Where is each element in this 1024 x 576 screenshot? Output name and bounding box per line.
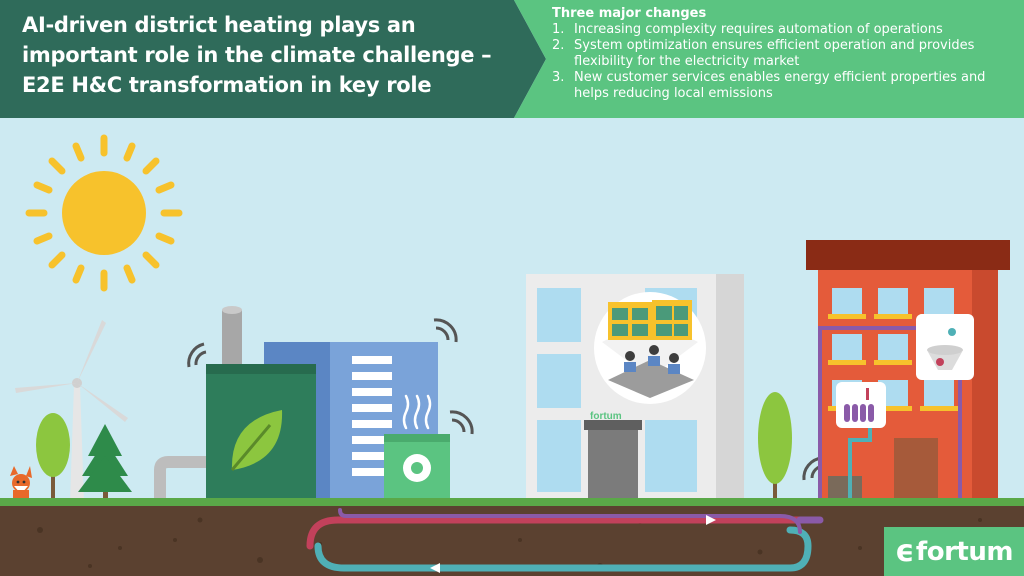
wifi-signal-icon bbox=[449, 410, 474, 435]
wifi-signal-icon bbox=[187, 342, 207, 368]
grass-strip bbox=[0, 498, 1024, 506]
list-item-number: 2. bbox=[552, 38, 565, 53]
list-item-text: System optimization ensures efficient op… bbox=[574, 38, 975, 69]
list-item: 1. Increasing complexity requires automa… bbox=[552, 22, 1014, 38]
list-item: 2. System optimization ensures efficient… bbox=[552, 38, 1014, 70]
changes-list: 1. Increasing complexity requires automa… bbox=[552, 22, 1014, 102]
leaf-icon bbox=[230, 410, 283, 471]
fortum-logo: ϵ fortum bbox=[884, 527, 1024, 576]
list-item: 3. New customer services enables energy … bbox=[552, 70, 1014, 102]
sun-icon bbox=[25, 134, 183, 292]
building-sign: fortum bbox=[590, 411, 622, 422]
list-item-text: New customer services enables energy eff… bbox=[574, 70, 986, 101]
fortum-logo-mark: ϵ bbox=[895, 534, 914, 569]
list-item-number: 3. bbox=[552, 70, 565, 85]
pine-tree-icon bbox=[78, 424, 132, 502]
page-title: AI-driven district heating plays an impo… bbox=[22, 13, 492, 97]
list-item-text: Increasing complexity requires automatio… bbox=[574, 22, 943, 37]
tree-icon bbox=[36, 413, 70, 502]
title-band: AI-driven district heating plays an impo… bbox=[0, 0, 546, 118]
flower-valve-icon bbox=[402, 394, 432, 482]
changes-panel: Three major changes 1. Increasing comple… bbox=[514, 0, 1024, 118]
wind-turbine-icon bbox=[15, 320, 128, 502]
wifi-signal-icon bbox=[433, 318, 458, 343]
changes-heading: Three major changes bbox=[552, 6, 707, 21]
shower-icon bbox=[916, 314, 974, 380]
tree-icon bbox=[758, 392, 792, 502]
building-pipes bbox=[818, 326, 962, 502]
control-room-icon bbox=[594, 292, 706, 404]
pipe-flow-arrow bbox=[430, 515, 716, 573]
list-item-number: 1. bbox=[552, 22, 565, 37]
fortum-logo-text: fortum bbox=[915, 536, 1014, 567]
district-heating-pipes bbox=[306, 508, 824, 572]
residential-building bbox=[806, 240, 1010, 502]
radiator-icon bbox=[836, 382, 886, 428]
